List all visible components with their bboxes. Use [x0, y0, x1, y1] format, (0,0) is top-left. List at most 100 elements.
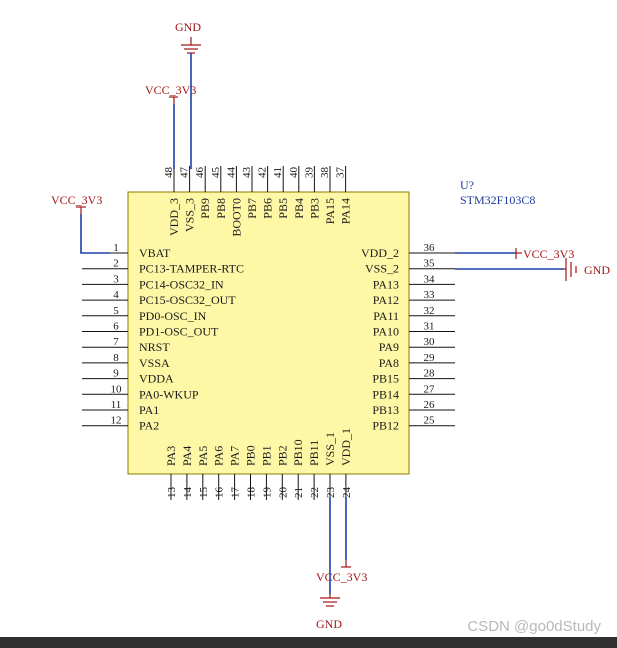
pin-name-13: PA3 [164, 446, 178, 466]
pin-name-24: VDD_1 [339, 428, 353, 466]
pin-number-16: 16 [214, 487, 226, 499]
component-part-number[interactable]: STM32F103C8 [460, 193, 535, 207]
pin-name-17: PA7 [228, 446, 242, 466]
vcc-symbol-left[interactable] [76, 206, 110, 254]
pin-number-46: 46 [194, 167, 206, 179]
pin-name-7: NRST [139, 340, 170, 354]
pin-number-43: 43 [241, 167, 253, 179]
pin-number-20: 20 [277, 487, 289, 499]
bottom-bar [0, 637, 617, 648]
pin-name-8: VSSA [139, 356, 170, 370]
pin-number-47: 47 [179, 167, 191, 179]
pin-name-15: PA5 [196, 446, 210, 466]
pin-number-36: 36 [424, 242, 436, 254]
pin-name-33: PA12 [373, 293, 399, 307]
pin-number-12: 12 [111, 415, 122, 427]
pin-name-44: BOOT0 [229, 198, 243, 237]
pin-name-21: PB10 [291, 439, 305, 466]
ic-body[interactable] [127, 191, 410, 475]
pin-name-39: PB3 [307, 198, 321, 219]
vcc-symbol-bottom[interactable] [341, 497, 351, 568]
pin-number-33: 33 [424, 289, 436, 301]
pin-name-30: PA9 [379, 340, 399, 354]
pin-name-28: PB15 [372, 372, 399, 386]
net-label-vcc-bottom[interactable]: VCC_3V3 [316, 570, 367, 584]
net-label-gnd-top[interactable]: GND [175, 20, 201, 34]
pin-number-10: 10 [111, 383, 123, 395]
pin-name-20: PB2 [275, 445, 289, 466]
pin-name-5: PD0-OSC_IN [139, 309, 207, 323]
pin-number-41: 41 [272, 167, 284, 178]
gnd-symbol-top[interactable] [181, 37, 201, 169]
pin-number-4: 4 [113, 289, 119, 301]
pin-name-37: PA14 [339, 198, 353, 224]
pin-number-21: 21 [293, 487, 305, 498]
pin-name-19: PB1 [259, 445, 273, 466]
pin-number-38: 38 [319, 167, 331, 179]
pin-name-9: VDDA [139, 372, 174, 386]
pin-name-2: PC13-TAMPER-RTC [139, 262, 244, 276]
gnd-symbol-right[interactable] [455, 258, 577, 281]
component-designator[interactable]: U? [460, 178, 474, 192]
pin-name-41: PB5 [276, 198, 290, 219]
pin-number-11: 11 [111, 399, 122, 411]
net-label-vcc-top[interactable]: VCC_3V3 [145, 83, 196, 97]
pin-number-37: 37 [335, 167, 347, 179]
pin-name-27: PB14 [372, 387, 399, 401]
pin-name-43: PB7 [245, 198, 259, 219]
pin-number-5: 5 [113, 305, 119, 317]
pin-number-17: 17 [230, 487, 242, 499]
pin-number-28: 28 [424, 368, 436, 380]
pin-number-48: 48 [163, 167, 175, 179]
pin-name-16: PA6 [212, 446, 226, 466]
pin-number-18: 18 [246, 487, 258, 499]
pin-name-29: PA8 [379, 356, 399, 370]
pin-number-13: 13 [166, 487, 178, 499]
vcc-symbol-top[interactable] [169, 96, 178, 169]
pin-number-27: 27 [424, 383, 436, 395]
pin-number-26: 26 [424, 399, 436, 411]
pin-name-1: VBAT [139, 246, 171, 260]
pin-number-15: 15 [198, 487, 210, 499]
pin-name-46: PB9 [198, 198, 212, 219]
pin-number-30: 30 [424, 336, 436, 348]
pin-name-40: PB4 [292, 198, 306, 219]
gnd-symbol-bottom[interactable] [320, 497, 340, 607]
pin-name-45: PB8 [214, 198, 228, 219]
pin-number-19: 19 [261, 487, 273, 499]
pin-number-22: 22 [309, 487, 321, 498]
pin-name-26: PB13 [372, 403, 399, 417]
pin-name-22: PB11 [307, 440, 321, 466]
net-label-vcc-right[interactable]: VCC_3V3 [523, 247, 574, 261]
pin-number-31: 31 [424, 321, 435, 333]
pin-number-2: 2 [113, 258, 119, 270]
pin-name-36: VDD_2 [361, 246, 399, 260]
pin-number-9: 9 [113, 368, 119, 380]
pin-number-25: 25 [424, 415, 436, 427]
pin-name-10: PA0-WKUP [139, 387, 199, 401]
pin-name-47: VSS_3 [183, 198, 197, 232]
net-label-vcc-left[interactable]: VCC_3V3 [51, 193, 102, 207]
pin-name-38: PA15 [323, 198, 337, 224]
pin-number-6: 6 [113, 321, 119, 333]
pin-name-25: PB12 [372, 419, 399, 433]
pin-name-4: PC15-OSC32_OUT [139, 293, 236, 307]
pin-name-18: PB0 [244, 445, 258, 466]
pin-name-3: PC14-OSC32_IN [139, 277, 224, 291]
pin-name-11: PA1 [139, 403, 159, 417]
pin-name-32: PA11 [373, 309, 399, 323]
pin-name-48: VDD_3 [167, 198, 181, 236]
pin-name-34: PA13 [373, 277, 399, 291]
pin-number-14: 14 [182, 487, 194, 499]
pin-number-1: 1 [113, 242, 119, 254]
pin-number-32: 32 [424, 305, 435, 317]
pin-name-35: VSS_2 [365, 262, 399, 276]
net-label-gnd-bottom[interactable]: GND [316, 617, 342, 631]
pin-name-6: PD1-OSC_OUT [139, 325, 219, 339]
pin-number-34: 34 [424, 273, 436, 285]
pin-number-29: 29 [424, 352, 436, 364]
net-label-gnd-right[interactable]: GND [584, 263, 610, 277]
vcc-symbol-right[interactable] [455, 248, 522, 259]
